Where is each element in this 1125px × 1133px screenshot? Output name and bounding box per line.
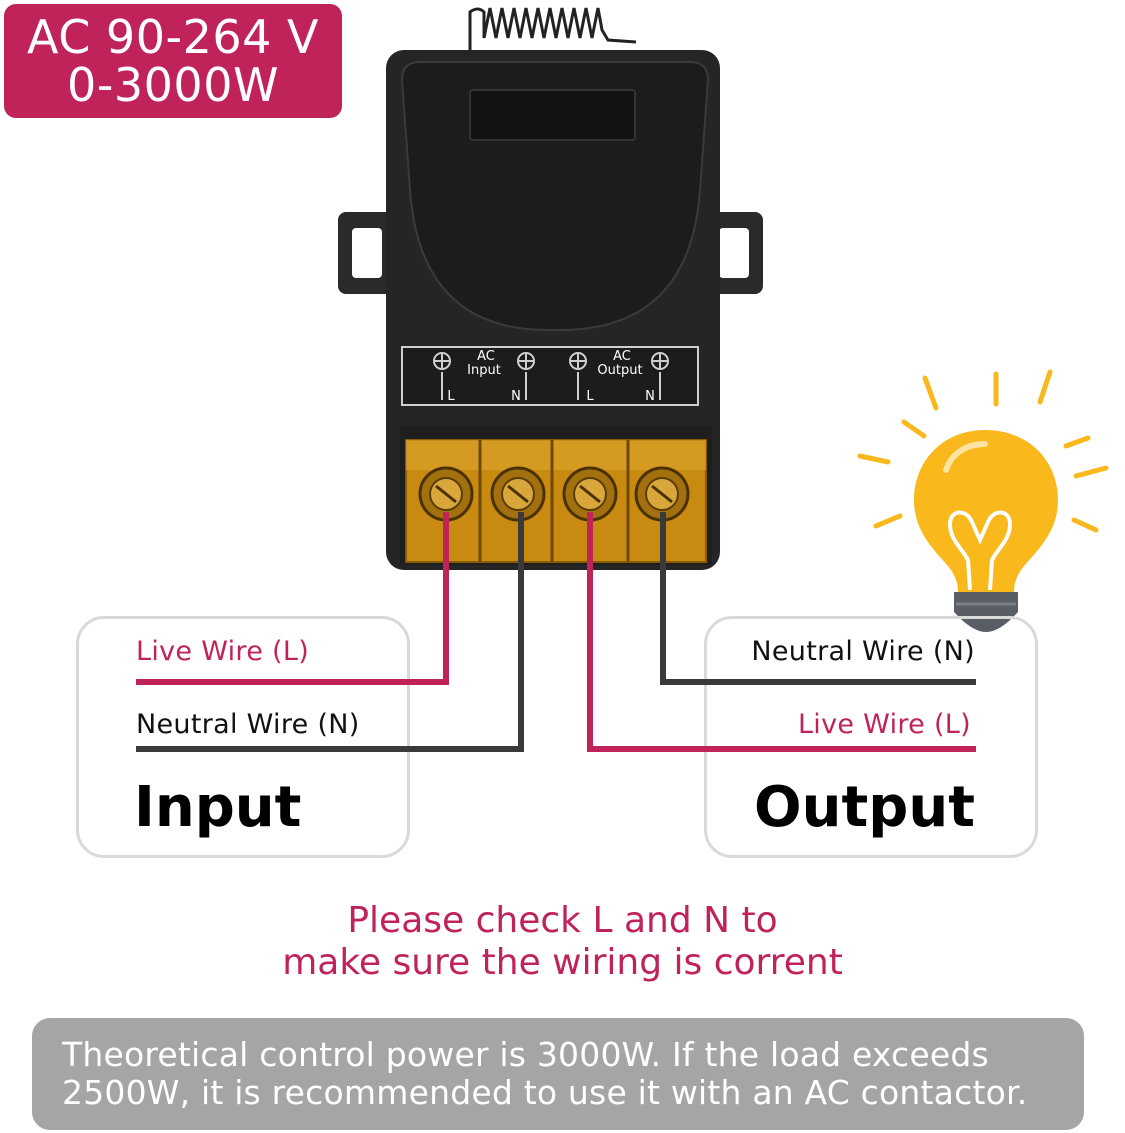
note-line-1: Theoretical control power is 3000W. If t… xyxy=(62,1035,989,1074)
output-ac-label: AC xyxy=(613,349,631,364)
input-panel xyxy=(76,616,410,858)
warning-line-2: make sure the wiring is corrent xyxy=(282,942,843,983)
output-panel xyxy=(704,616,1038,858)
input-neutral-wire xyxy=(136,512,524,752)
voltage-range: AC 90-264 V xyxy=(27,10,319,64)
input-neutral-label: Neutral Wire (N) xyxy=(136,709,360,740)
output-n-label: N xyxy=(645,389,655,404)
output-terminal-label: Output xyxy=(597,363,642,378)
input-title: Input xyxy=(134,775,302,840)
input-l-label: L xyxy=(447,389,455,404)
input-terminal-label: Input xyxy=(467,363,501,378)
warning-line-1: Please check L and N to xyxy=(347,900,778,941)
mounting-tab-left xyxy=(338,212,398,294)
input-live-wire xyxy=(136,512,449,685)
terminal-screw-4 xyxy=(634,466,690,522)
output-l-label: L xyxy=(586,389,594,404)
terminal-label-plate: AC Input AC Output L N L N xyxy=(401,346,699,406)
output-neutral-wire xyxy=(660,512,976,685)
output-live-label: Live Wire (L) xyxy=(797,709,971,740)
power-range: 0-3000W xyxy=(67,58,279,112)
input-ac-label: AC xyxy=(477,349,495,364)
output-neutral-label: Neutral Wire (N) xyxy=(751,636,975,667)
output-title: Output xyxy=(754,775,975,840)
output-live-wire xyxy=(587,512,976,752)
input-n-label: N xyxy=(511,389,521,404)
power-note: Theoretical control power is 3000W. If t… xyxy=(32,1018,1084,1130)
antenna-icon xyxy=(468,7,637,50)
wiring-warning: Please check L and N to make sure the wi… xyxy=(0,900,1125,984)
light-bulb-icon xyxy=(857,369,1109,632)
voltage-power-badge: AC 90-264 V 0-3000W xyxy=(4,4,342,118)
terminal-screw-1 xyxy=(418,466,474,522)
receiver-module: AC Input AC Output L N L N xyxy=(386,50,720,570)
note-line-2: 2500W, it is recommended to use it with … xyxy=(62,1073,1028,1112)
input-live-label: Live Wire (L) xyxy=(136,636,310,667)
